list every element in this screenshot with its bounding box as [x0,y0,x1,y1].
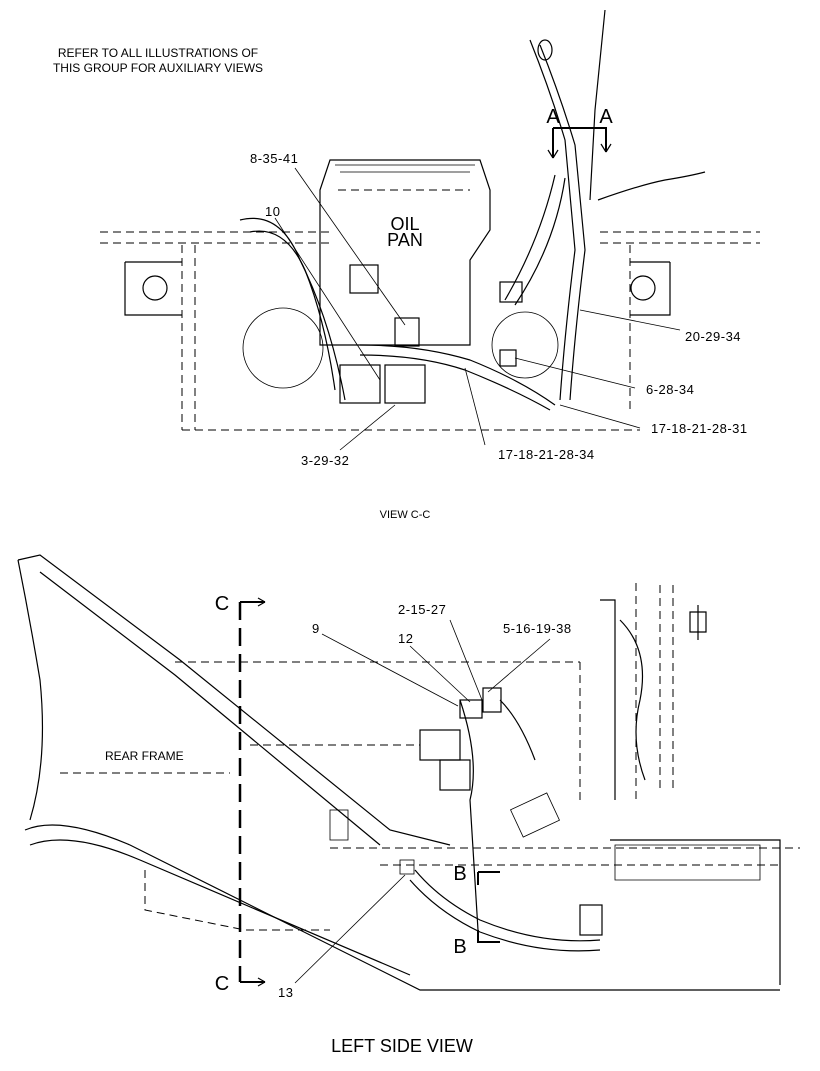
section-b-bottom: B [453,936,466,958]
oil-pan-label-1: OIL [390,214,419,234]
callout-3-29-32: 3-29-32 [301,453,349,468]
section-a-right: A [599,106,613,128]
callout-9: 9 [312,621,320,636]
left-side-leaders [294,619,551,984]
callout-5-16-19-38: 5-16-19-38 [503,621,572,636]
note-line-1: REFER TO ALL ILLUSTRATIONS OF [58,46,258,60]
callout-10: 10 [265,204,280,219]
callout-20-29-34: 20-29-34 [685,329,741,344]
view-cc-leaders [274,167,681,451]
view-cc-drawing: OIL PAN [100,9,760,431]
left-side-drawing [17,554,800,991]
left-side-view-caption: LEFT SIDE VIEW [331,1036,473,1056]
section-c-bottom: C [215,973,229,995]
callout-17-18-21-28-34: 17-18-21-28-34 [498,447,595,462]
callout-17-18-21-28-31: 17-18-21-28-31 [651,421,748,436]
section-b-top: B [453,863,466,885]
section-c-top: C [215,593,229,615]
callout-13: 13 [278,985,293,1000]
section-a-left: A [546,106,560,128]
callout-8-35-41: 8-35-41 [250,151,298,166]
view-cc-caption: VIEW C-C [380,509,431,521]
callout-2-15-27: 2-15-27 [398,602,446,617]
rear-frame-label: REAR FRAME [105,749,184,763]
oil-pan-label-2: PAN [387,230,423,250]
callout-12: 12 [398,631,413,646]
note-line-2: THIS GROUP FOR AUXILIARY VIEWS [53,61,263,75]
callout-6-28-34: 6-28-34 [646,382,694,397]
